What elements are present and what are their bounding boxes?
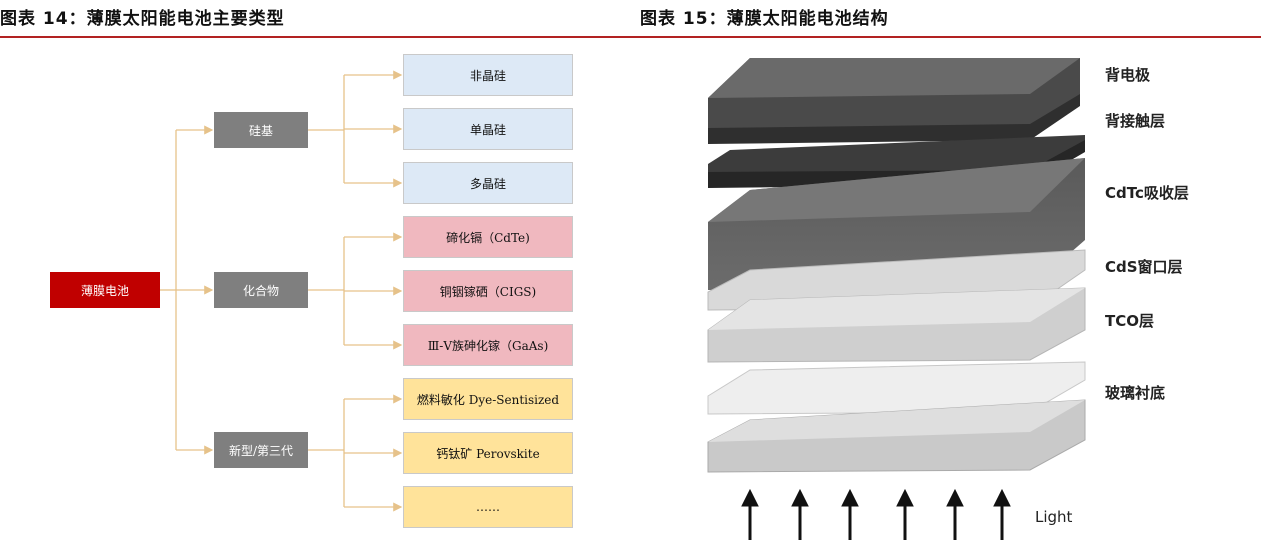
category-node-new-gen: 新型/第三代 <box>214 432 308 468</box>
layer-stack <box>707 58 1086 540</box>
leaf-gaas: Ⅲ-Ⅴ族砷化镓（GaAs) <box>403 324 573 366</box>
label-glass-substrate: 玻璃衬底 <box>1105 384 1166 402</box>
thin-film-types-tree: 薄膜电池 硅基 化合物 新型/第三代 非晶硅 单晶硅 多晶硅 碲化镉（CdTe)… <box>0 40 620 540</box>
leaf-perovskite: 钙钛矿 Perovskite <box>403 432 573 474</box>
light-arrow-5 <box>946 488 964 540</box>
light-arrow-3 <box>841 488 859 540</box>
tree-connectors <box>160 70 403 512</box>
figure-14-title: 图表 14：薄膜太阳能电池主要类型 <box>0 9 285 29</box>
light-label: Light <box>1035 508 1073 526</box>
light-arrow-1 <box>741 488 759 540</box>
label-cdte-absorber: CdTc吸收层 <box>1105 184 1189 202</box>
label-tco: TCO层 <box>1105 312 1154 330</box>
category-node-compound: 化合物 <box>214 272 308 308</box>
leaf-cigs: 铜铟镓硒（CIGS) <box>403 270 573 312</box>
light-arrow-6 <box>993 488 1011 540</box>
figure-15-title: 图表 15：薄膜太阳能电池结构 <box>640 9 889 29</box>
layer-back-electrode <box>708 58 1080 144</box>
label-cds-window: CdS窗口层 <box>1105 258 1183 276</box>
root-node: 薄膜电池 <box>50 272 160 308</box>
layer-tco <box>707 287 1086 363</box>
thin-film-structure-diagram: 背电极 背接触层 CdTc吸收层 CdS窗口层 TCO层 玻璃衬底 Light <box>690 40 1261 540</box>
light-arrows <box>741 488 1011 540</box>
light-arrow-4 <box>896 488 914 540</box>
label-back-electrode: 背电极 <box>1105 66 1151 84</box>
header-rule <box>0 36 1261 38</box>
leaf-ellipsis: …… <box>403 486 573 528</box>
leaf-dye-sensitized: 燃料敏化 Dye-Sentisized <box>403 378 573 420</box>
leaf-amorphous-silicon: 非晶硅 <box>403 54 573 96</box>
light-arrow-2 <box>791 488 809 540</box>
leaf-cdte: 碲化镉（CdTe) <box>403 216 573 258</box>
leaf-polycrystalline-silicon: 多晶硅 <box>403 162 573 204</box>
label-back-contact: 背接触层 <box>1105 112 1166 130</box>
category-node-silicon: 硅基 <box>214 112 308 148</box>
layer-glass-substrate <box>707 361 1086 473</box>
leaf-monocrystalline-silicon: 单晶硅 <box>403 108 573 150</box>
